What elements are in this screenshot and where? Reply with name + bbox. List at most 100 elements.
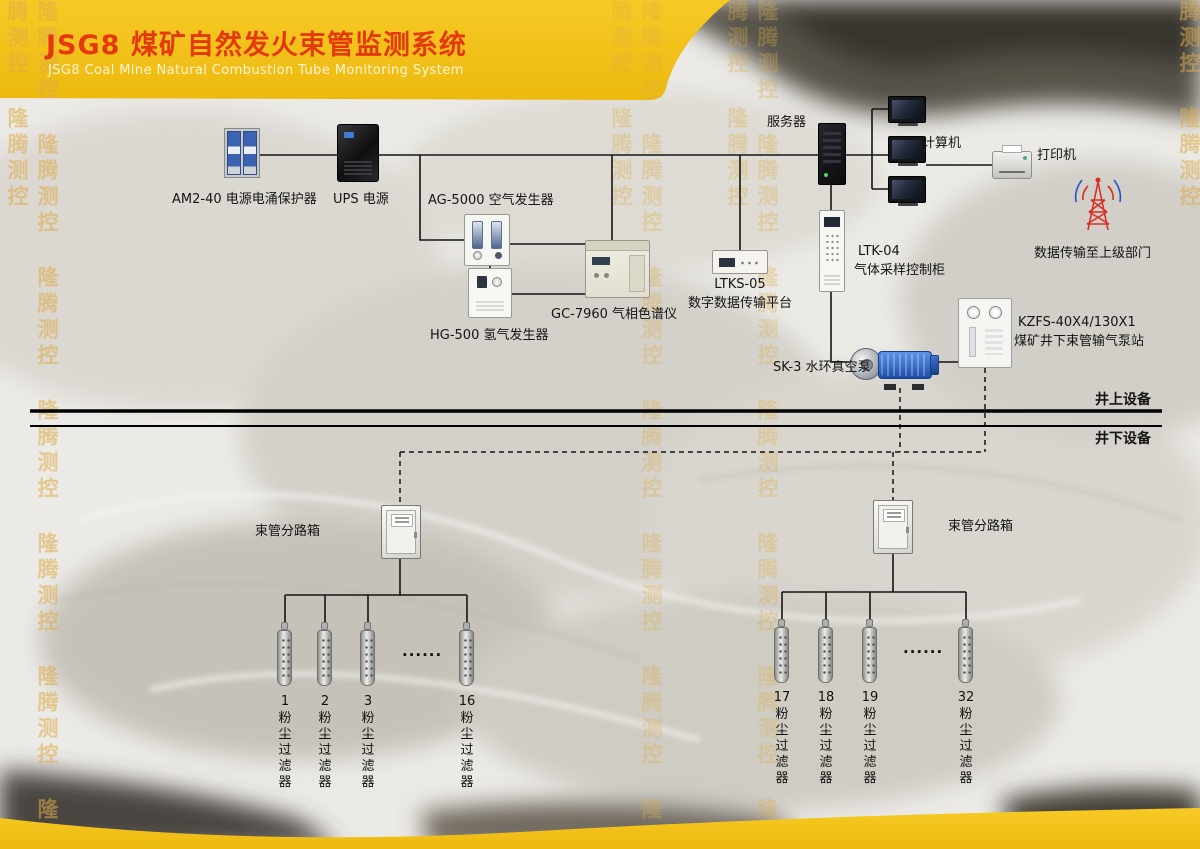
dust-filter — [317, 622, 332, 686]
surge-module — [243, 131, 257, 175]
air-generator-device — [464, 214, 510, 266]
surge-module — [227, 131, 241, 175]
ground-divider-lines — [30, 409, 1162, 427]
knob-icon — [495, 252, 502, 259]
air-tube — [472, 221, 483, 249]
gauge-icon — [473, 251, 482, 260]
gas-chromatograph-device — [585, 240, 650, 298]
display-window — [477, 276, 487, 288]
monitor-screen — [892, 100, 922, 119]
sampling-cabinet-device — [819, 210, 845, 292]
dust-filter — [360, 622, 375, 686]
vent — [476, 301, 504, 311]
ltks-model-label: LTKS-05 — [714, 277, 766, 292]
radio-tower-icon — [1070, 172, 1126, 240]
ups-device — [337, 124, 379, 182]
ltks-display — [719, 258, 735, 267]
dust-filter — [862, 619, 877, 683]
box-latch — [414, 532, 417, 538]
sampling-cabinet-model-label: LTK-04 — [858, 244, 900, 259]
page-title: JSG8 煤矿自然发火束管监测系统 — [46, 30, 467, 61]
data-transmission-device — [712, 250, 768, 274]
ltk-ports — [825, 233, 840, 263]
sampling-cabinet-name-label: 气体采样控制柜 — [854, 263, 946, 278]
footer-band — [0, 808, 1200, 849]
hydrogen-generator-device — [468, 268, 512, 318]
computer-monitor — [888, 136, 926, 166]
filter-ellipsis: ...... — [903, 639, 944, 657]
monitor-base — [898, 163, 918, 166]
page-subtitle: JSG8 Coal Mine Natural Combustion Tube M… — [48, 63, 464, 78]
ltks-name-label: 数字数据传输平台 — [687, 296, 792, 311]
filter-ellipsis: ...... — [402, 642, 443, 660]
box-nameplate — [391, 514, 413, 527]
gauge-icon — [492, 277, 502, 287]
air-generator-label: AG-5000 空气发生器 — [428, 193, 554, 208]
gc-top-panel — [586, 241, 649, 251]
air-tube — [491, 221, 502, 249]
dust-filter — [818, 619, 833, 683]
monitor-screen — [892, 140, 922, 159]
printer-label: 打印机 — [1037, 148, 1077, 163]
pump-foot — [912, 384, 924, 390]
gas-chromatograph-label: GC-7960 气相色谱仪 — [551, 307, 678, 322]
monitor-base — [898, 123, 918, 126]
monitor-base — [898, 203, 918, 206]
ups-vent — [344, 161, 372, 175]
gc-button — [594, 273, 599, 278]
dust-filter — [459, 622, 474, 686]
pump-endcap — [930, 355, 939, 375]
ltks-ports — [739, 260, 761, 266]
dust-filter — [774, 619, 789, 683]
vacuum-pump-device — [850, 338, 944, 392]
dust-filter — [958, 619, 973, 683]
gauge-icon — [989, 306, 1002, 319]
surge-protector-label: AM2-40 电源电涌保护器 — [172, 192, 317, 207]
branch-box-right — [873, 500, 913, 554]
computer-monitor — [888, 96, 926, 126]
ltk-display — [824, 217, 840, 227]
uplink-label: 数据传输至上级部门 — [1034, 246, 1152, 261]
printer-device — [992, 145, 1032, 179]
pump-station-model-label: KZFS-40X4/130X1 — [1018, 315, 1136, 330]
gc-button — [604, 273, 609, 278]
surge-protector-device — [224, 128, 260, 178]
vacuum-pump-label: SK-3 水环真空泵 — [773, 360, 871, 375]
below-ground-label: 井下设备 — [1095, 431, 1151, 447]
printer-button — [1023, 156, 1027, 160]
box-latch — [906, 527, 909, 533]
server-label: 服务器 — [767, 115, 807, 130]
gc-side-panel — [629, 255, 645, 292]
hydrogen-generator-label: HG-500 氢气发生器 — [430, 328, 549, 343]
kzfs-vent — [985, 329, 1003, 355]
kzfs-slot — [969, 327, 976, 357]
dust-filter — [277, 622, 292, 686]
pump-housing — [850, 348, 882, 380]
printer-slot — [999, 171, 1025, 173]
gc-display — [592, 257, 610, 265]
branch-box-left-label: 束管分路箱 — [255, 524, 321, 539]
ups-label: UPS 电源 — [333, 192, 389, 207]
ltk-vent — [824, 275, 840, 285]
ups-screen — [344, 132, 354, 138]
above-ground-label: 井上设备 — [1095, 392, 1151, 408]
server-slots — [823, 132, 841, 166]
monitor-screen — [892, 180, 922, 199]
branch-box-right-label: 束管分路箱 — [948, 519, 1014, 534]
pump-station-device — [958, 298, 1012, 368]
computer-monitor — [888, 176, 926, 206]
pump-station-name-label: 煤矿井下束管输气泵站 — [1014, 334, 1145, 349]
gauge-icon — [967, 306, 980, 319]
printer-paper — [1002, 145, 1022, 153]
